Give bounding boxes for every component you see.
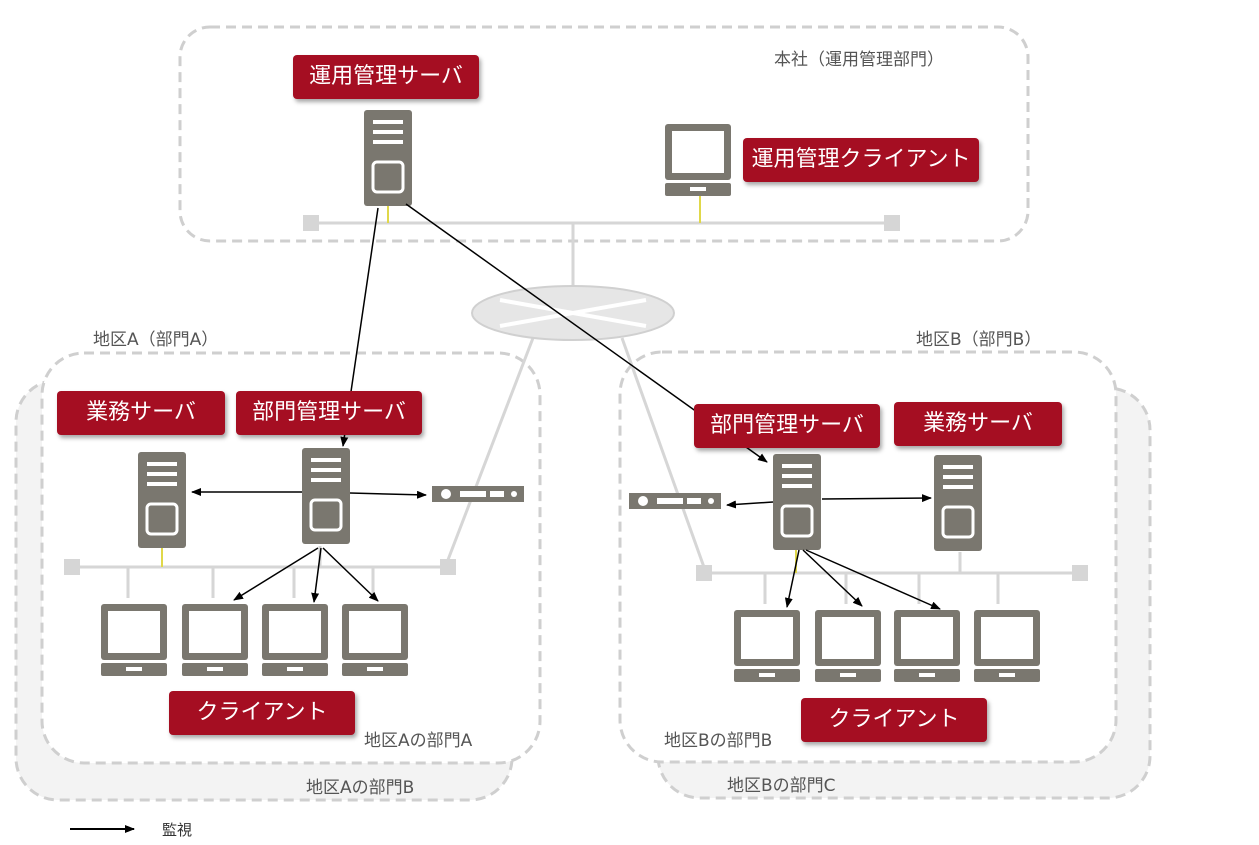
- a-switch-icon: [432, 486, 524, 502]
- label-hq-client: 運用管理クライアント: [743, 138, 979, 182]
- hq-client-icon: [665, 124, 731, 196]
- a-client-icon: [101, 604, 167, 676]
- label-b-dept-server: 部門管理サーバ: [694, 404, 880, 448]
- label-b-business-server: 業務サーバ: [894, 402, 1062, 446]
- zone-label-area-b: 地区B（部門B）: [916, 330, 1042, 350]
- zone-label-area-a-dept-a: 地区Aの部門A: [364, 731, 473, 751]
- router-icon: [471, 285, 675, 341]
- b-dept-server-icon: [771, 452, 823, 552]
- a-dept-server-icon: [300, 446, 352, 546]
- a-client-icon: [182, 604, 248, 676]
- a-client-icon: [342, 604, 408, 676]
- zone-label-area-a-dept-b: 地区Aの部門B: [306, 778, 415, 798]
- b-client-icon: [815, 610, 881, 682]
- b-business-server-icon: [932, 453, 984, 553]
- b-client-icon: [734, 610, 800, 682]
- a-client-icon: [262, 604, 328, 676]
- label-hq-server: 運用管理サーバ: [293, 55, 479, 99]
- label-a-business-server: 業務サーバ: [57, 391, 225, 435]
- zone-label-area-b-dept-b: 地区Bの部門B: [664, 731, 773, 751]
- b-client-icon: [974, 610, 1040, 682]
- b-switch-icon: [629, 493, 721, 509]
- zone-label-hq: 本社（運用管理部門）: [774, 50, 944, 70]
- zone-label-area-a: 地区A（部門A）: [93, 330, 219, 350]
- label-a-clients: クライアント: [169, 691, 355, 735]
- label-b-clients: クライアント: [801, 698, 987, 742]
- a-business-server-icon: [136, 450, 188, 550]
- label-a-dept-server: 部門管理サーバ: [236, 391, 422, 435]
- zone-label-area-b-dept-c: 地区Bの部門C: [727, 776, 836, 796]
- legend-monitor-label: 監視: [162, 821, 193, 839]
- b-client-icon: [894, 610, 960, 682]
- hq-server-icon: [362, 108, 414, 208]
